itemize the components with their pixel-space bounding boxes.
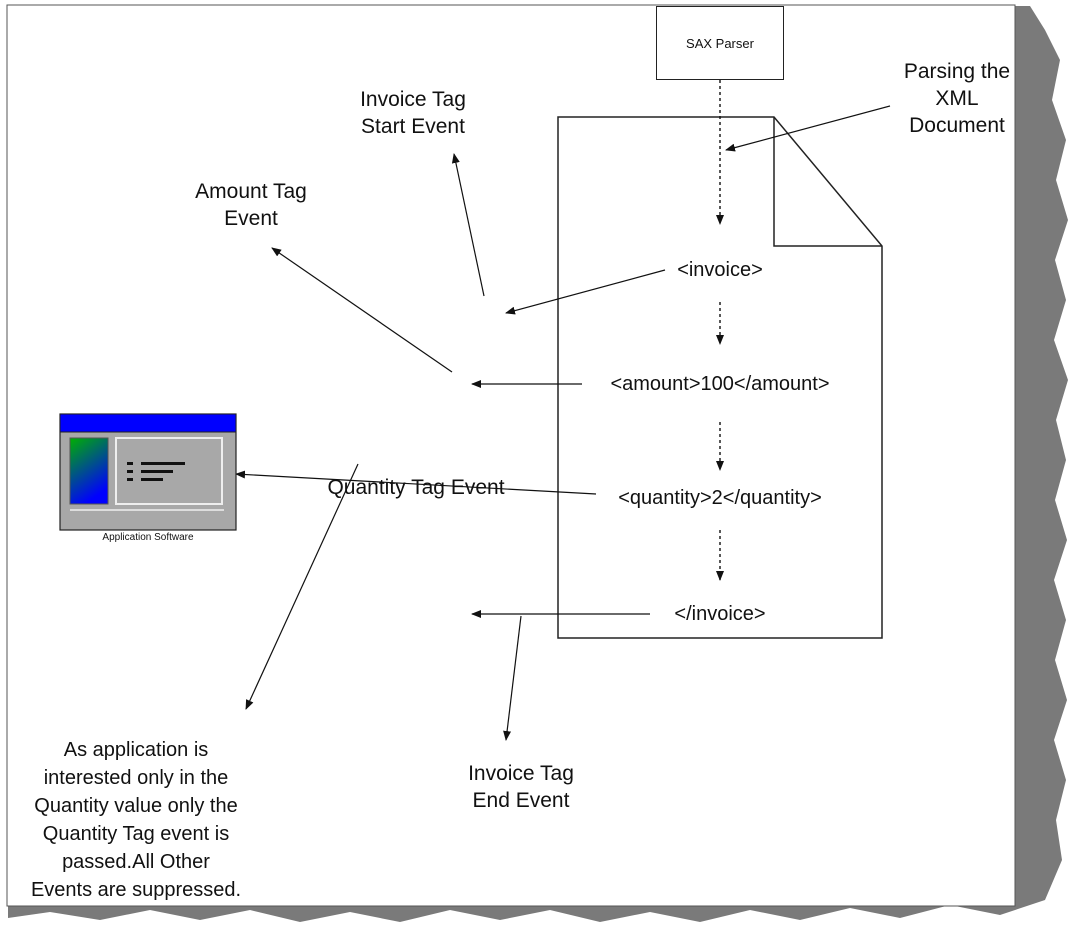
arrow-quantity-note <box>245 463 359 710</box>
arrow-quantity <box>235 470 597 495</box>
event-invoice-start-label: Invoice Tag Start Event <box>360 88 466 138</box>
sax-parser-box: SAX Parser <box>656 6 784 80</box>
tag-invoice-close: </invoice> <box>674 603 766 625</box>
parsing-note-label: Parsing the XML Document <box>903 60 1011 137</box>
tag-invoice-open: <invoice> <box>677 259 763 281</box>
tag-amount: <amount>100</amount> <box>610 373 830 395</box>
sax-parser-label: SAX Parser <box>686 35 754 51</box>
event-amount-label: Amount Tag Event <box>195 180 307 230</box>
arrow-invoice-end-label <box>503 615 522 741</box>
event-invoice-end-label: Invoice Tag End Event <box>468 762 574 812</box>
arrow-invoice-start-label <box>451 153 485 297</box>
event-quantity-label: Quantity Tag Event <box>327 476 505 499</box>
application-window-icon <box>59 413 237 531</box>
arrow-invoice-open <box>505 269 666 315</box>
xml-document-shape <box>557 116 883 639</box>
xml-document-fold <box>773 117 882 247</box>
tag-quantity: <quantity>2</quantity> <box>618 487 822 509</box>
suppression-note: As application is interested only in the… <box>30 739 242 901</box>
application-caption: Application Software <box>102 532 194 543</box>
arrow-amount-label <box>271 247 453 373</box>
arrow-parsing-note <box>725 105 891 152</box>
